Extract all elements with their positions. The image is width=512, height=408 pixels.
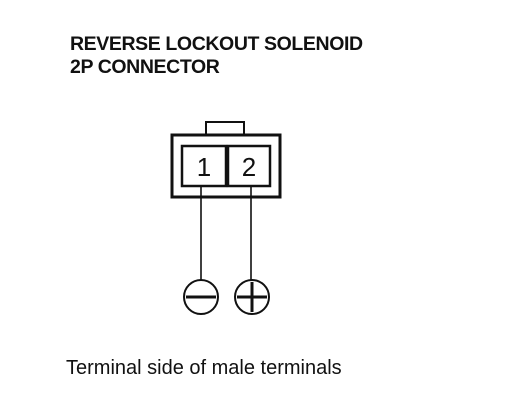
title-line-2: 2P CONNECTOR [70, 56, 220, 78]
terminal-cavity-1 [180, 144, 228, 188]
title-line-1: REVERSE LOCKOUT SOLENOID [70, 33, 363, 55]
plus-icon [234, 279, 270, 315]
minus-icon [183, 279, 219, 315]
diagram-caption: Terminal side of male terminals [66, 357, 342, 379]
diagram-title: REVERSE LOCKOUT SOLENOID 2P CONNECTOR [70, 33, 363, 79]
terminal-cavity-2 [226, 144, 272, 188]
pin-number-2: 2 [242, 152, 256, 182]
pin-number-1: 1 [197, 152, 211, 182]
